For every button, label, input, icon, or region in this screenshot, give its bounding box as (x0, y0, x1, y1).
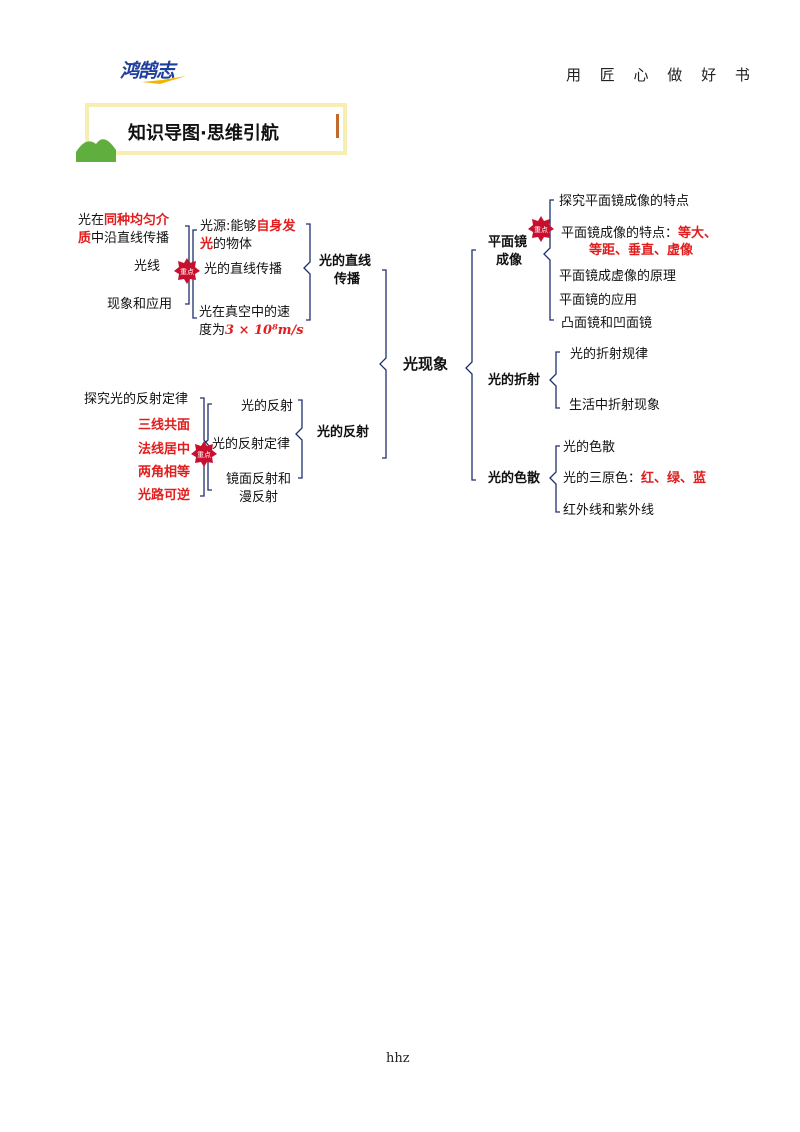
speed-text: 度为 (199, 323, 226, 338)
reflection-law-3: 两角相等 (138, 465, 191, 480)
light-source-highlight-2: 光 (200, 237, 214, 252)
condition-highlight: 同种均匀介 (104, 213, 170, 228)
condition-line-1: 光在同种均匀介 (78, 212, 169, 230)
center-topic: 光现象 (403, 355, 449, 373)
phenomena-applications: 现象和应用 (107, 297, 173, 312)
mirror-item-2-highlight: 等大、 (678, 226, 718, 241)
speed-value: 3 × 10⁸m/s (225, 323, 304, 338)
topic-refraction: 光的折射 (488, 373, 541, 388)
rectilinear-propagation: 光的直线传播 (204, 262, 283, 277)
topic-straight-line-2: 传播 (334, 272, 361, 287)
condition-highlight-2: 质 (78, 231, 92, 246)
logo-swoosh-icon (142, 76, 186, 84)
light-source-line-2: 光的物体 (200, 236, 252, 254)
topic-dispersion: 光的色散 (488, 471, 541, 486)
topic-reflection: 光的反射 (317, 425, 370, 440)
topic-mirror-2: 成像 (496, 253, 523, 268)
condition-line-2: 质中沿直线传播 (78, 230, 169, 248)
reflection-item-2: 光的反射定律 (212, 437, 291, 452)
section-banner (85, 103, 347, 155)
dispersion-item-2-highlight: 红、绿、蓝 (641, 471, 707, 486)
banner-marker-icon (336, 114, 339, 138)
dispersion-item-3: 红外线和紫外线 (563, 503, 655, 518)
logo-text: 鸿鹄志 (120, 60, 175, 82)
hill-icon (76, 139, 116, 162)
light-source-highlight: 自身发 (256, 219, 296, 234)
banner-title: 知识导图·思维引航 (128, 123, 279, 144)
mirror-item-5: 凸面镜和凹面镜 (561, 316, 653, 331)
reflection-law-4: 光路可逆 (138, 488, 191, 503)
dispersion-item-2: 光的三原色：红、绿、蓝 (563, 470, 706, 488)
mirror-item-2-text: 平面镜成像的特点： (561, 226, 679, 241)
refraction-item-1: 光的折射规律 (570, 347, 649, 362)
speed-line-1: 光在真空中的速 (199, 305, 291, 320)
condition-text: 光在 (78, 213, 105, 228)
mirror-item-2: 平面镜成像的特点：等大、 (561, 225, 717, 243)
topic-mirror-1: 平面镜 (488, 235, 528, 250)
topic-straight-line-1: 光的直线 (319, 254, 372, 269)
speed-line-2: 度为3 × 10⁸m/s (199, 322, 304, 340)
light-source-text: 光源:能够 (200, 219, 257, 234)
mirror-item-1: 探究平面镜成像的特点 (559, 194, 690, 209)
light-source-text-2: 的物体 (213, 237, 253, 252)
light-ray: 光线 (134, 259, 161, 274)
reflection-law-2: 法线居中 (138, 442, 191, 457)
explore-reflection-law: 探究光的反射定律 (84, 392, 189, 407)
badge-label: 重点 (534, 226, 548, 234)
mindmap-connectors (185, 199, 560, 513)
mirror-item-3: 平面镜成虚像的原理 (559, 269, 677, 284)
mirror-item-4: 平面镜的应用 (559, 293, 638, 308)
light-source-line-1: 光源:能够自身发 (200, 218, 295, 236)
condition-text-2: 中沿直线传播 (91, 231, 170, 246)
reflection-law-1: 三线共面 (138, 418, 191, 433)
reflection-item-3a: 镜面反射和 (226, 472, 292, 487)
reflection-item-3b: 漫反射 (239, 490, 279, 505)
badge-label: 重点 (197, 451, 211, 459)
dispersion-item-1: 光的色散 (563, 440, 616, 455)
page-footer: hhz (386, 1051, 410, 1066)
mirror-item-2-highlight-2: 等距、垂直、虚像 (589, 243, 694, 258)
dispersion-item-2-text: 光的三原色： (563, 471, 642, 486)
key-point-badge-icon: 重点 (174, 258, 200, 284)
badge-label: 重点 (180, 268, 194, 276)
refraction-item-2: 生活中折射现象 (569, 398, 661, 413)
header-slogan: 用 匠 心 做 好 书 (566, 66, 757, 84)
key-point-badge-icon: 重点 (191, 441, 217, 467)
key-point-badge-icon: 重点 (528, 216, 554, 242)
publisher-logo: 鸿鹄志 (120, 56, 175, 83)
reflection-item-1: 光的反射 (241, 399, 294, 414)
